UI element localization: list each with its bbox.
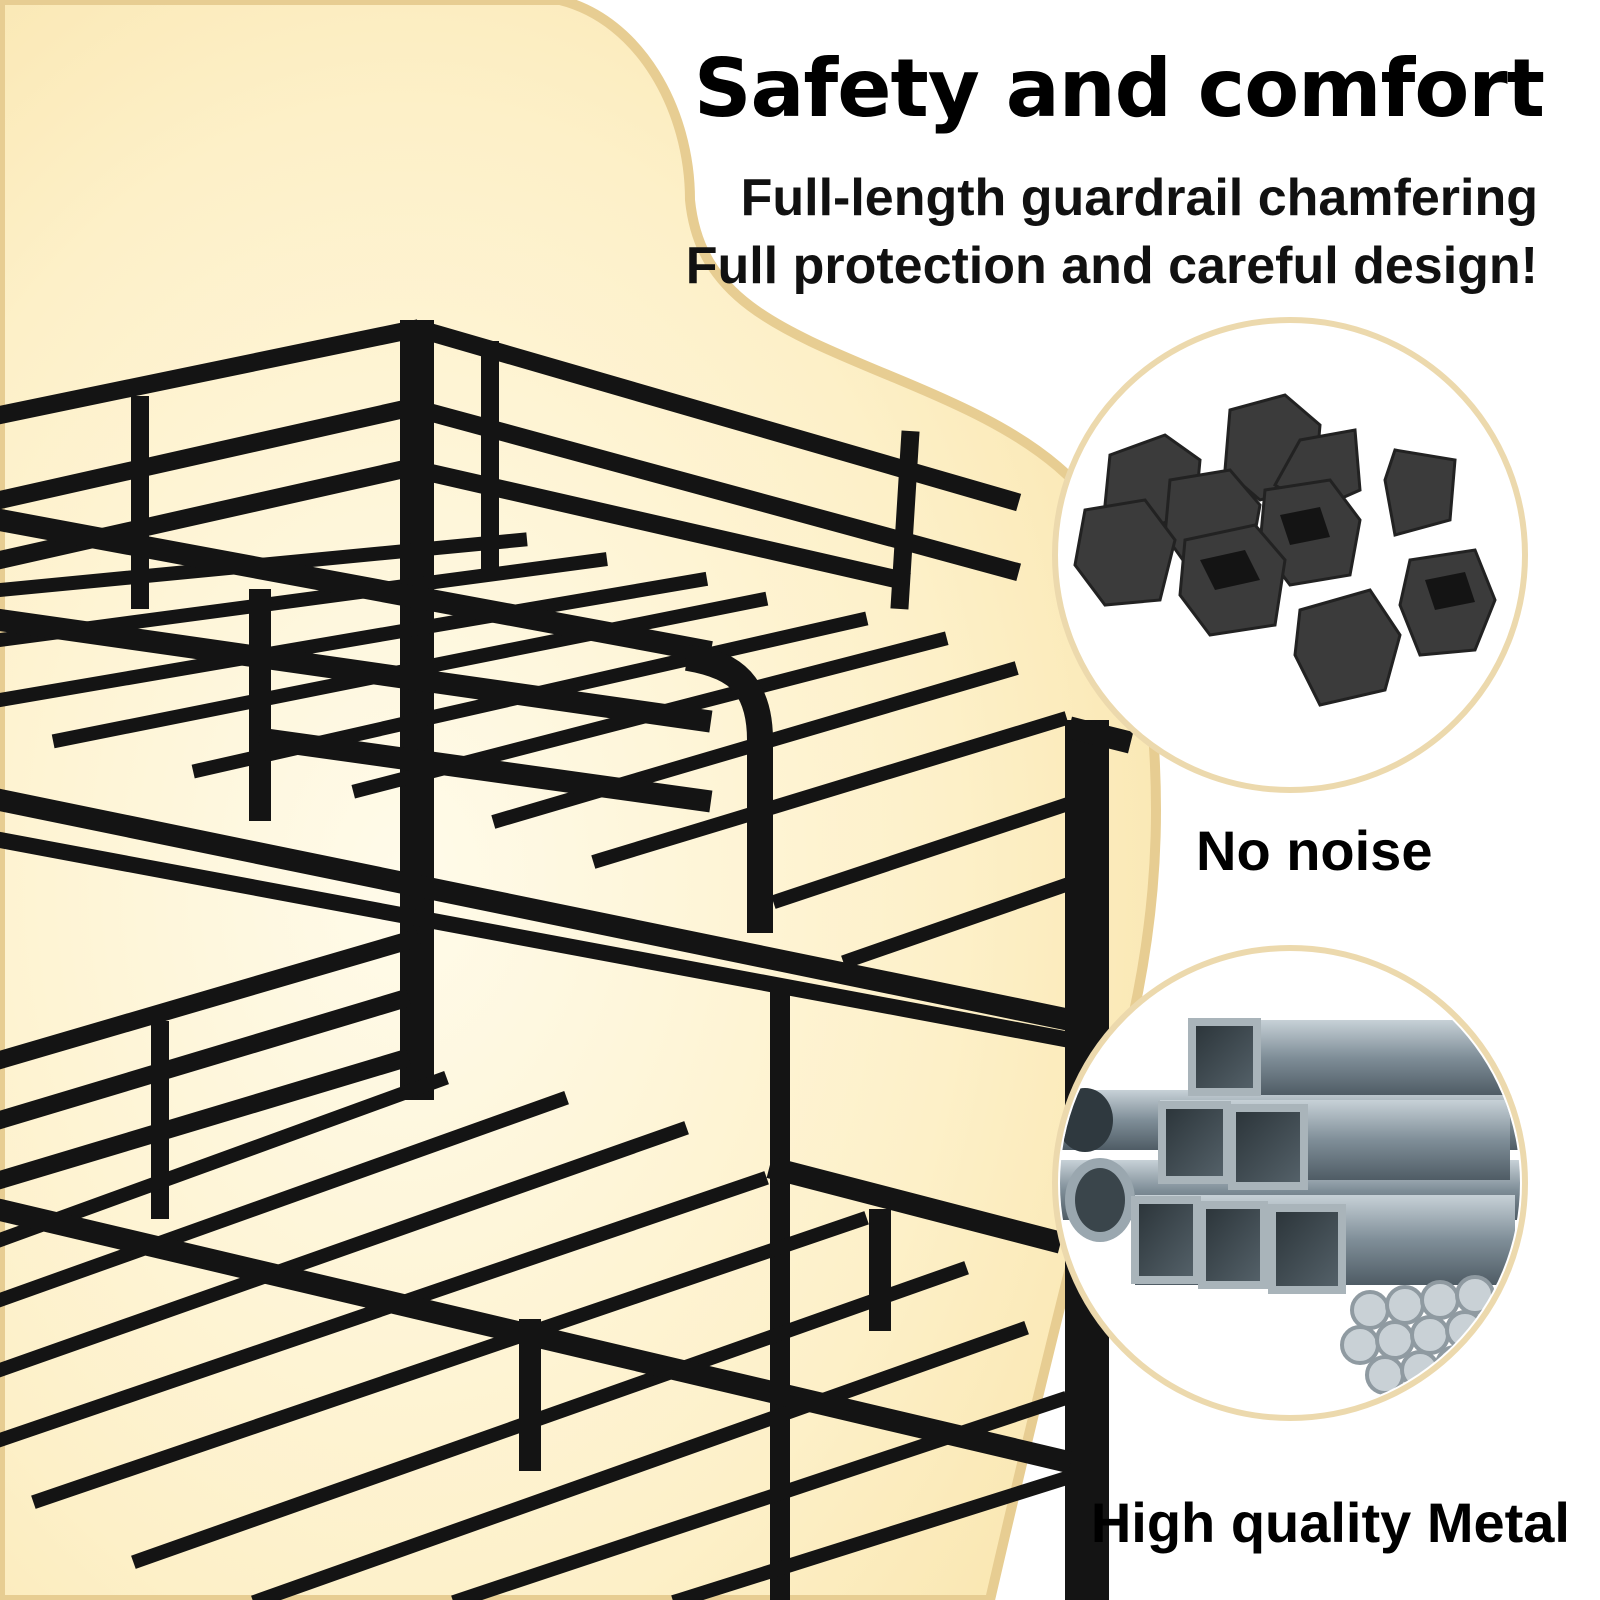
- bunk-bed-frame: [0, 319, 1134, 1600]
- steel-tubes-icon: [1060, 1018, 1520, 1395]
- rubber-cap-icon: [1073, 393, 1497, 707]
- headline: Safety and comfort: [693, 42, 1545, 135]
- feature-label-no-noise: No noise: [1196, 819, 1433, 882]
- steel-tubes-badge: [1052, 945, 1528, 1421]
- subtitle-line-2: Full protection and careful design!: [685, 237, 1538, 295]
- feature-label-metal: High quality Metal: [1090, 1491, 1570, 1554]
- subtitle-line-1: Full-length guardrail chamfering: [740, 169, 1538, 227]
- rubber-caps-badge: [1052, 317, 1528, 793]
